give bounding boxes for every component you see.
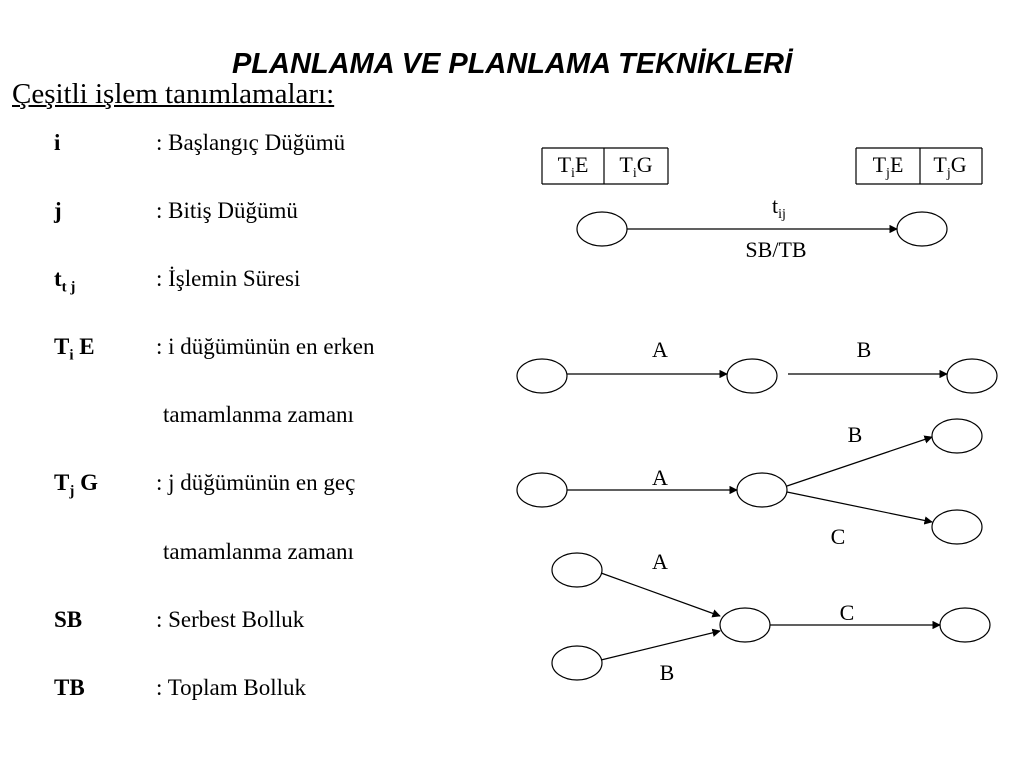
serial-node-3 [946,358,998,394]
merge-arrow-a [600,572,721,618]
desc-i: : Başlangıç Düğümü [156,130,346,155]
serial-label-a: A [652,337,668,362]
term-tij-main: t [54,266,62,291]
merge-node-1 [551,552,603,588]
legend-arrow-slack: SB/TB [745,237,806,262]
split-label-b: B [848,422,863,447]
term-tie: Ti E [54,334,95,365]
split-node-3 [931,418,983,454]
legend-cell-tie: TiE [558,152,589,181]
term-tij-sub: t j [61,279,76,296]
split-label-c: C [831,524,846,549]
merge-label-c: C [840,600,855,625]
merge-node-4 [939,607,991,643]
merge-node-2 [551,645,603,681]
term-tij: tt j [54,266,75,297]
legend-cell-tjg: TjG [933,152,966,181]
merge-label-b: B [660,660,675,685]
term-tie-rest: E [73,334,95,359]
legend-cell-tig: TiG [619,152,652,181]
desc-tjg-cont: tamamlanma zamanı [163,539,354,564]
serial-node-1 [516,358,568,394]
node-i [576,211,628,247]
desc-tb: : Toplam Bolluk [156,675,307,700]
legend-cell-tje: TjE [873,152,904,181]
split-arrow-c [786,491,933,525]
serial-node-2 [726,358,778,394]
desc-sb: : Serbest Bolluk [156,607,305,632]
legend-box-right [855,147,983,185]
term-j: j [54,198,62,223]
desc-j: : Bitiş Düğümü [156,198,298,223]
legend-arrow-duration: tij [772,193,786,222]
merge-label-a: A [652,549,668,574]
term-tjg-rest: G [74,470,98,495]
serial-label-b: B [857,337,872,362]
desc-tij: : İşlemin Süresi [156,266,301,291]
split-label-a: A [652,465,668,490]
term-tb: TB [54,675,85,700]
term-tjg-sub: j [69,483,75,500]
desc-tie-cont: tamamlanma zamanı [163,402,354,427]
split-node-4 [931,509,983,545]
node-j [896,211,948,247]
term-tjg: Tj G [54,470,98,501]
merge-arrow-b [600,628,721,661]
split-node-2 [736,472,788,508]
term-i: i [54,130,61,155]
term-tie-sub: i [69,347,74,364]
legend-box-left [541,147,669,185]
merge-node-3 [719,607,771,643]
desc-tjg: : j düğümünün en geç [156,470,356,495]
term-tjg-main: T [54,470,70,495]
term-sb: SB [54,607,83,632]
split-node-1 [516,472,568,508]
split-arrow-b [786,435,933,487]
section-subtitle: Çeşitli işlem tanımlamaları: [12,78,335,110]
term-tie-main: T [54,334,70,359]
desc-tie: : i düğümünün en erken [156,334,375,359]
page-title: PLANLAMA VE PLANLAMA TEKNİKLERİ [231,48,793,80]
